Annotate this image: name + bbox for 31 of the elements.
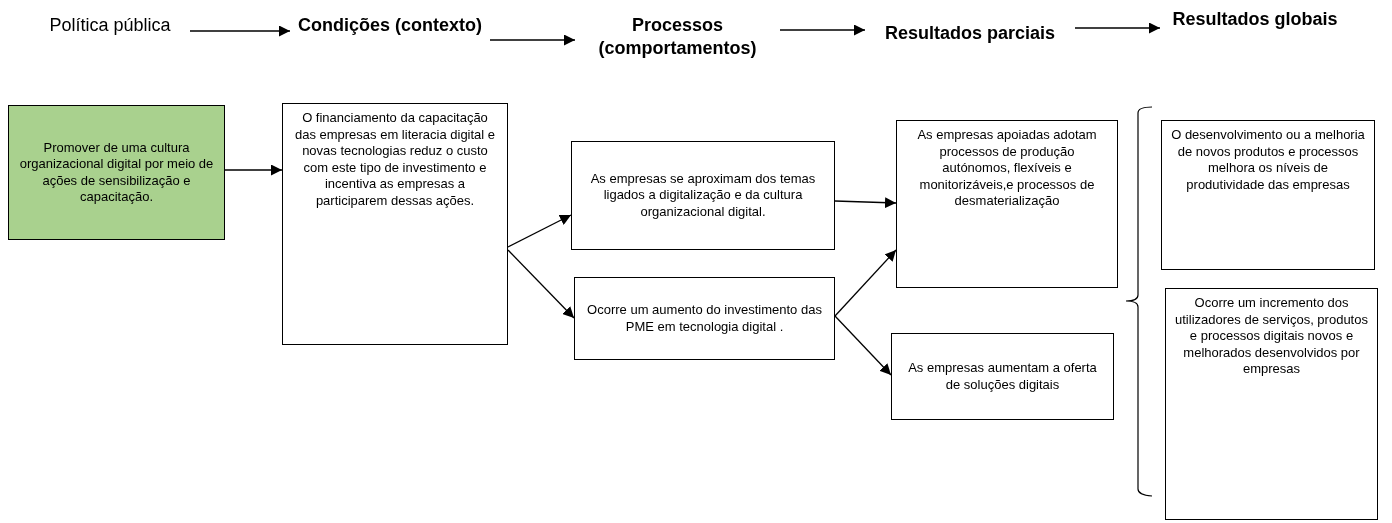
arrow: [489, 34, 576, 46]
process-box: [574, 277, 835, 360]
arrow: [834, 249, 897, 317]
box-text: Ocorre um aumento do investimento das PME em tecnologia digital .: [586, 302, 823, 335]
column-heading: Processos (comportamentos): [597, 14, 758, 61]
arrow: [1074, 22, 1161, 34]
process-box: [891, 333, 1114, 420]
box-text: As empresas aumentam a oferta de soluções digitais: [907, 360, 1098, 393]
process-box: [571, 141, 835, 250]
column-heading: Política pública: [49, 14, 171, 37]
box-text: Promover de uma cultura organizacional digital por meio de ações de sensibilização e capacitação.: [18, 139, 215, 206]
process-box: [1165, 288, 1378, 520]
box-text: As empresas apoiadas adotam processos de produção autónomos, flexíveis e monitorizáveis,e processos de desmaterialização: [916, 127, 1098, 210]
box-text: As empresas se aproximam dos temas ligados a digitalização e da cultura organizacional digital.: [589, 170, 817, 221]
column-heading: Condições (contexto): [298, 14, 482, 37]
process-box: [896, 120, 1118, 288]
column-heading: Resultados parciais: [884, 22, 1056, 45]
arrow: [189, 25, 291, 37]
arrow: [224, 164, 283, 176]
arrow: [834, 315, 892, 376]
arrow: [507, 214, 572, 248]
arrow: [507, 249, 575, 319]
arrow: [834, 197, 897, 209]
column-heading: Resultados globais: [1172, 8, 1338, 31]
process-box: [282, 103, 508, 345]
box-text: O financiamento da capacitação das empresas em literacia digital e novas tecnologias reduz o custo com este tipo de investimento e incentiva as empresas a participarem dessas ações.: [293, 110, 497, 209]
process-box: [1161, 120, 1375, 270]
arrow: [779, 24, 866, 36]
box-text: Ocorre um incremento dos utilizadores de serviços, produtos e processos digitais novos e melhorados desenvolvidos por empresas: [1174, 295, 1369, 378]
box-text: O desenvolvimento ou a melhoria de novos produtos e processos melhora os níveis de produtividade das empresas: [1170, 127, 1366, 193]
process-box: [8, 105, 225, 240]
